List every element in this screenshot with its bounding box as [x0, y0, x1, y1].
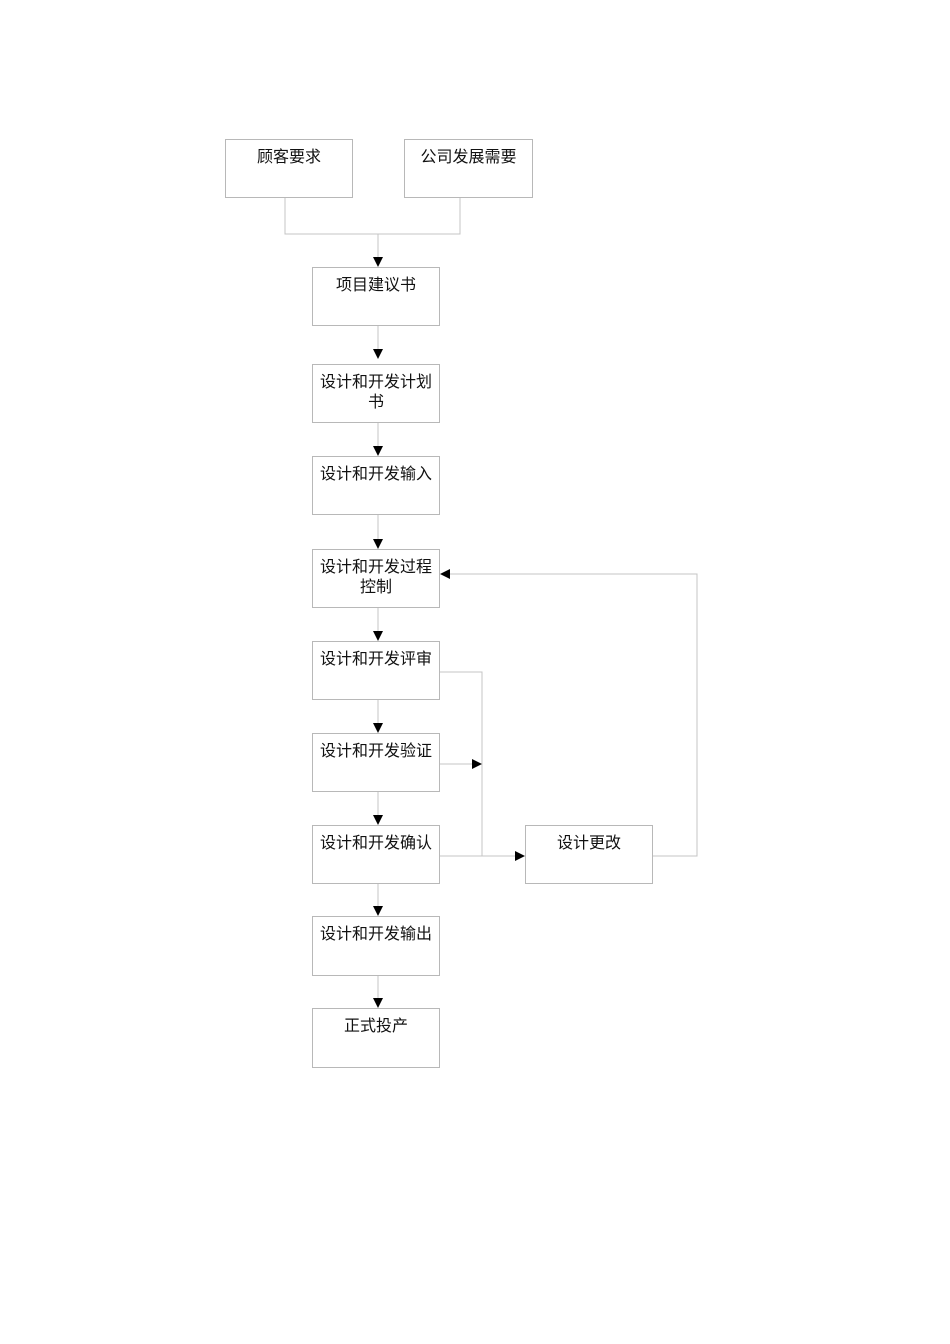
node-label: 设计和开发输出	[319, 924, 432, 943]
arrowhead-production	[373, 998, 383, 1008]
edge-customer-to-merge	[284, 198, 378, 235]
node-label: 设计和开发确认	[319, 833, 432, 852]
node-label: 顾客要求	[256, 147, 321, 166]
arrowhead-verify	[373, 723, 383, 733]
arrowhead-input	[373, 446, 383, 456]
edge-change-to-process	[449, 573, 698, 857]
node-label: 设计和开发过程控制	[319, 557, 432, 596]
arrowhead-output	[373, 906, 383, 916]
node-project-proposal: 项目建议书	[312, 267, 440, 326]
node-label: 项目建议书	[335, 275, 416, 294]
node-label: 公司发展需要	[420, 147, 517, 166]
node-design-output: 设计和开发输出	[312, 916, 440, 976]
arrowhead-review	[373, 631, 383, 641]
arrowhead-plan	[373, 349, 383, 359]
arrowhead-validate	[373, 815, 383, 825]
arrowhead-process	[373, 539, 383, 549]
node-label: 设计和开发验证	[319, 741, 432, 760]
node-design-change: 设计更改	[525, 825, 653, 884]
node-design-review: 设计和开发评审	[312, 641, 440, 700]
node-production: 正式投产	[312, 1008, 440, 1068]
arrowhead-verify-collector	[472, 759, 482, 769]
edge-company-to-merge	[378, 198, 461, 235]
node-label: 设计和开发输入	[319, 464, 432, 483]
node-company-development-needs: 公司发展需要	[404, 139, 533, 198]
node-label: 正式投产	[343, 1016, 408, 1035]
arrowhead-change	[515, 851, 525, 861]
node-design-verification: 设计和开发验证	[312, 733, 440, 792]
node-process-control: 设计和开发过程控制	[312, 549, 440, 608]
edge-review-to-collector	[439, 671, 483, 856]
node-design-validation: 设计和开发确认	[312, 825, 440, 884]
node-label: 设计和开发计划书	[319, 372, 432, 411]
node-design-plan: 设计和开发计划书	[312, 364, 440, 423]
arrowhead-process-feedback	[440, 569, 450, 579]
node-customer-requirements: 顾客要求	[225, 139, 353, 198]
arrowhead-proposal	[373, 257, 383, 267]
node-label: 设计更改	[556, 833, 621, 852]
node-label: 设计和开发评审	[319, 649, 432, 668]
node-design-input: 设计和开发输入	[312, 456, 440, 515]
